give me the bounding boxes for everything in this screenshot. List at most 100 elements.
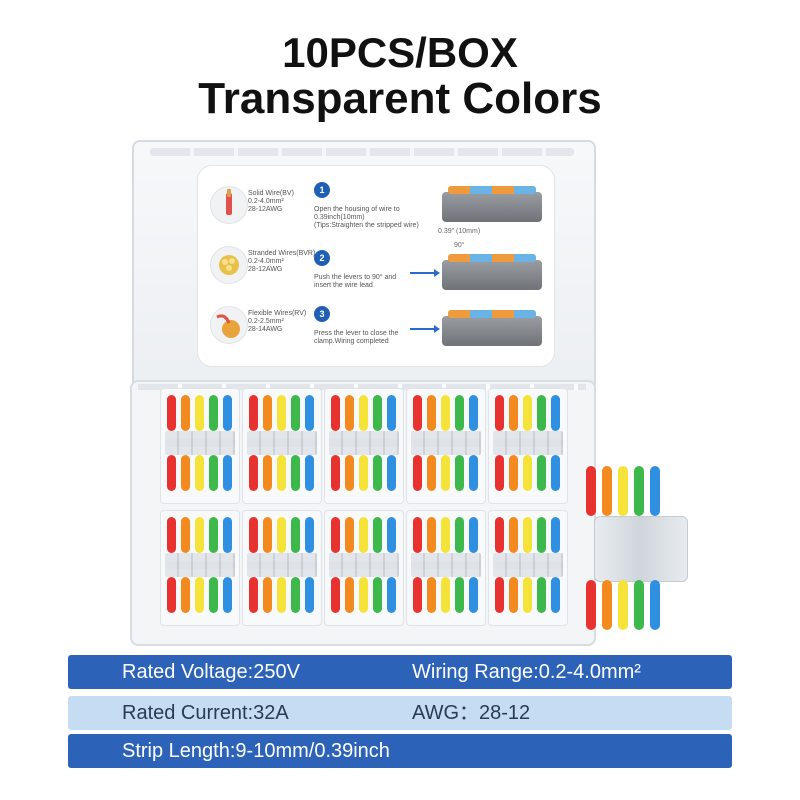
- arrow-right-icon: [410, 269, 440, 277]
- lever: [359, 517, 368, 553]
- lever: [650, 580, 660, 630]
- lever: [427, 577, 436, 613]
- lever: [305, 455, 314, 491]
- connector-housing: [247, 561, 317, 577]
- lever: [586, 580, 596, 630]
- lever: [495, 577, 504, 613]
- wire-type-solid: Solid Wire(BV) 0.2-4.0mm² 28-12AWG: [210, 180, 294, 230]
- lever: [359, 577, 368, 613]
- connector-cell: [406, 510, 486, 626]
- lid-hinge: [150, 148, 574, 156]
- instruction-card: Solid Wire(BV) 0.2-4.0mm² 28-12AWG Stran…: [198, 166, 554, 366]
- solid-wire-icon: [210, 186, 248, 224]
- connector-housing: [594, 516, 688, 582]
- lever: [195, 455, 204, 491]
- angle-label: 90°: [454, 242, 465, 249]
- lever: [523, 395, 532, 431]
- lever: [618, 466, 628, 516]
- lever: [291, 455, 300, 491]
- spec-value: Rated Current:32A: [122, 702, 289, 724]
- lever: [602, 466, 612, 516]
- lever: [209, 455, 218, 491]
- step-number: 2: [314, 250, 330, 266]
- title-line-2: Transparent Colors: [198, 74, 602, 123]
- tray-hinge: [138, 384, 586, 390]
- wire-type-stranded: Stranded Wires(BVR) 0.2-4.0mm² 28-12AWG: [210, 240, 315, 290]
- lever: [195, 395, 204, 431]
- connector-cell: [160, 510, 240, 626]
- connector-cell: [160, 388, 240, 504]
- lever: [223, 577, 232, 613]
- lever: [373, 517, 382, 553]
- lever: [345, 517, 354, 553]
- step-3: 3 Press the lever to close the clamp.Wir…: [314, 306, 554, 356]
- spec-row: Rated Current:32A AWG：28-12: [68, 696, 732, 730]
- lever: [345, 455, 354, 491]
- lever: [209, 517, 218, 553]
- lever: [167, 455, 176, 491]
- lever: [181, 395, 190, 431]
- arrow-right-icon: [410, 325, 440, 333]
- lever: [209, 577, 218, 613]
- spec-row: Strip Length:9-10mm/0.39inch: [68, 734, 732, 768]
- wire-type-flexible: Flexible Wires(RV) 0.2-2.5mm² 28-14AWG: [210, 300, 306, 350]
- lever: [345, 577, 354, 613]
- step-2: 2 Push the levers to 90° and insert the …: [314, 250, 554, 300]
- connector-cell: [488, 388, 568, 504]
- lever: [195, 577, 204, 613]
- lever: [441, 395, 450, 431]
- lever: [373, 395, 382, 431]
- lever: [277, 455, 286, 491]
- lever: [455, 455, 464, 491]
- lever: [167, 395, 176, 431]
- lever: [249, 517, 258, 553]
- lever: [650, 466, 660, 516]
- lever: [373, 455, 382, 491]
- connector-housing: [329, 439, 399, 455]
- lever: [413, 455, 422, 491]
- lever: [509, 577, 518, 613]
- lever: [291, 577, 300, 613]
- lever: [359, 455, 368, 491]
- lever: [551, 517, 560, 553]
- lever: [223, 517, 232, 553]
- lever: [495, 395, 504, 431]
- step-number: 1: [314, 182, 330, 198]
- lever: [387, 455, 396, 491]
- lever: [537, 455, 546, 491]
- spec-value: AWG：28-12: [412, 702, 531, 724]
- connector-housing: [493, 439, 563, 455]
- lever: [331, 395, 340, 431]
- connector-cell: [406, 388, 486, 504]
- connector-cell: [324, 510, 404, 626]
- lever: [291, 395, 300, 431]
- connector-cell: [488, 510, 568, 626]
- lever: [387, 577, 396, 613]
- lever: [537, 517, 546, 553]
- connector-housing: [165, 561, 235, 577]
- step-text: Push the levers to 90° and insert the wi…: [314, 274, 397, 289]
- lever: [618, 580, 628, 630]
- lever: [345, 395, 354, 431]
- lever: [523, 517, 532, 553]
- lever: [223, 455, 232, 491]
- lever: [523, 455, 532, 491]
- measure-label: 0.39" (10mm): [438, 228, 481, 235]
- lever: [455, 395, 464, 431]
- lever: [495, 517, 504, 553]
- lever: [413, 395, 422, 431]
- lever: [441, 455, 450, 491]
- lever: [263, 395, 272, 431]
- connector-housing: [247, 439, 317, 455]
- lever: [586, 466, 596, 516]
- lever: [195, 517, 204, 553]
- lever: [427, 455, 436, 491]
- lever: [469, 577, 478, 613]
- lever: [509, 455, 518, 491]
- lever: [634, 580, 644, 630]
- connector-housing: [165, 439, 235, 455]
- lever: [427, 395, 436, 431]
- title-line-1: 10PCS/BOX: [282, 29, 518, 76]
- lever: [537, 577, 546, 613]
